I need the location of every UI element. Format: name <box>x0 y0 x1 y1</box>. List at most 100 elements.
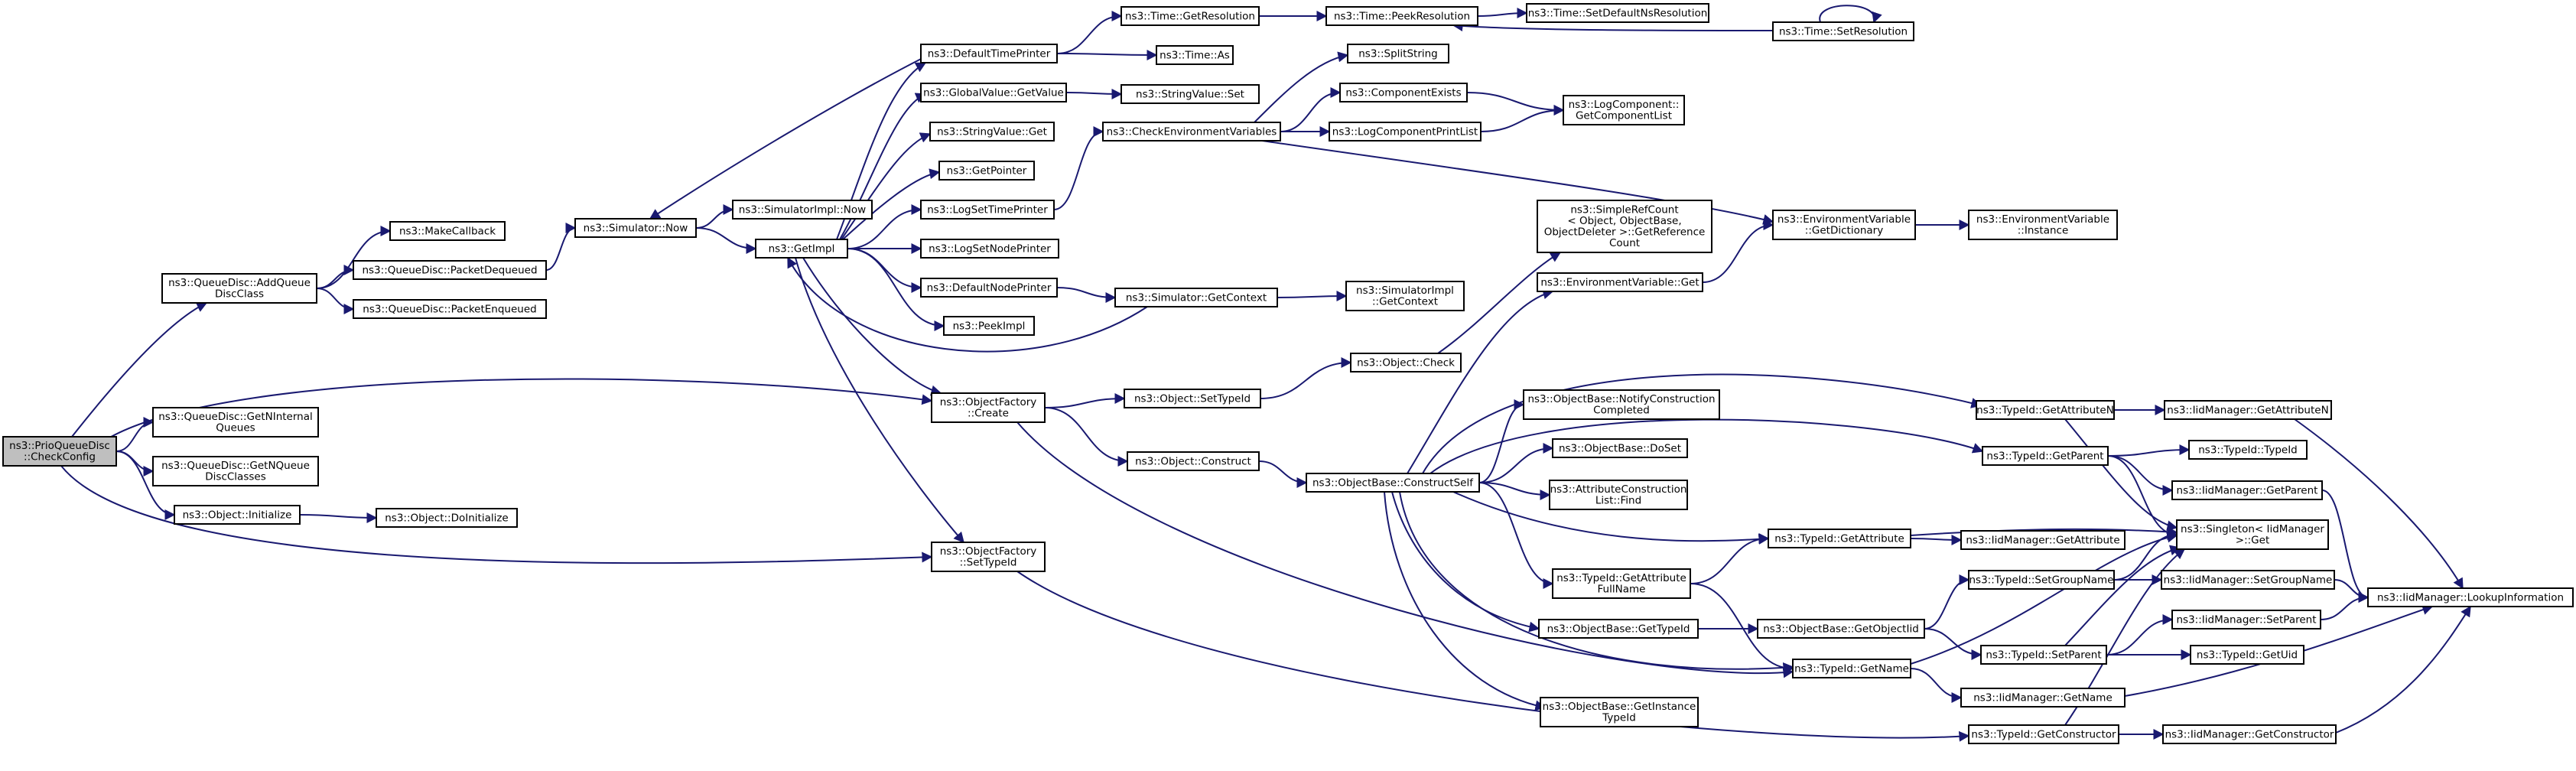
node-makeCallback[interactable]: ns3::MakeCallback <box>389 221 506 241</box>
node-singletonGet[interactable]: ns3::Singleton< IidManager>::Get <box>2176 519 2329 550</box>
node-simpleRefCount[interactable]: ns3::SimpleRefCount< Object, ObjectBase,… <box>1537 200 1712 253</box>
node-root[interactable]: ns3::PrioQueueDisc::CheckConfig <box>2 436 117 467</box>
node-simulatorGetContext[interactable]: ns3::Simulator::GetContext <box>1114 288 1278 307</box>
node-packetEnqueued[interactable]: ns3::QueueDisc::PacketEnqueued <box>353 299 547 319</box>
node-box[interactable] <box>1120 84 1260 104</box>
node-box[interactable] <box>152 456 319 486</box>
node-timeGetResolution[interactable]: ns3::Time::GetResolution <box>1120 6 1260 26</box>
node-objectSetTypeId[interactable]: ns3::Object::SetTypeId <box>1124 389 1261 408</box>
node-box[interactable] <box>2190 645 2304 665</box>
node-box[interactable] <box>1339 83 1468 102</box>
node-box[interactable] <box>755 239 848 259</box>
node-box[interactable] <box>1768 529 1911 548</box>
node-iidManagerGetName[interactable]: ns3::IidManager::GetName <box>1960 688 2126 708</box>
node-box[interactable] <box>1982 446 2109 466</box>
node-packetDequeued[interactable]: ns3::QueueDisc::PacketDequeued <box>353 260 547 280</box>
node-box[interactable] <box>1523 389 1720 420</box>
node-box[interactable] <box>1526 3 1709 23</box>
node-box[interactable] <box>1102 122 1281 142</box>
node-box[interactable] <box>2164 400 2332 420</box>
node-stringValueSet[interactable]: ns3::StringValue::Set <box>1120 84 1260 104</box>
node-box[interactable] <box>1114 288 1278 307</box>
node-iidManagerSetGroupName[interactable]: ns3::IidManager::SetGroupName <box>2161 570 2335 590</box>
node-objectBaseGetObjectIid[interactable]: ns3::ObjectBase::GetObjectIid <box>1757 619 1925 639</box>
node-getImpl[interactable]: ns3::GetImpl <box>755 239 848 259</box>
node-box[interactable] <box>1960 530 2126 550</box>
node-box[interactable] <box>1968 724 2119 744</box>
node-doInitialize[interactable]: ns3::Object::DoInitialize <box>376 508 518 528</box>
node-box[interactable] <box>353 299 547 319</box>
node-box[interactable] <box>1537 272 1703 292</box>
node-typeIdTypeId[interactable]: ns3::TypeId::TypeId <box>2188 440 2308 460</box>
node-box[interactable] <box>2161 570 2335 590</box>
node-box[interactable] <box>1540 697 1699 727</box>
node-typeIdGetParent[interactable]: ns3::TypeId::GetParent <box>1982 446 2109 466</box>
node-iidManagerGetConstructor[interactable]: ns3::IidManager::GetConstructor <box>2162 724 2337 744</box>
node-box[interactable] <box>1124 389 1261 408</box>
node-typeIdGetAttribute[interactable]: ns3::TypeId::GetAttribute <box>1768 529 1911 548</box>
node-box[interactable] <box>1552 568 1691 599</box>
node-box[interactable] <box>2171 480 2323 500</box>
node-envVarGetDictionary[interactable]: ns3::EnvironmentVariable::GetDictionary <box>1772 210 1916 240</box>
node-box[interactable] <box>931 392 1046 423</box>
node-envVarGet[interactable]: ns3::EnvironmentVariable::Get <box>1537 272 1703 292</box>
node-box[interactable] <box>920 83 1067 102</box>
node-box[interactable] <box>920 239 1059 259</box>
node-box[interactable] <box>1968 210 2118 240</box>
node-box[interactable] <box>161 273 317 304</box>
node-box[interactable] <box>1537 200 1712 253</box>
node-iidManagerGetParent[interactable]: ns3::IidManager::GetParent <box>2171 480 2323 500</box>
node-logComponentGetComponentList[interactable]: ns3::LogComponent::GetComponentList <box>1563 95 1685 125</box>
node-checkEnvVars[interactable]: ns3::CheckEnvironmentVariables <box>1102 122 1281 142</box>
node-objectBaseDoSet[interactable]: ns3::ObjectBase::DoSet <box>1552 438 1688 458</box>
node-typeIdSetGroupName[interactable]: ns3::TypeId::SetGroupName <box>1968 570 2115 590</box>
node-typeIdGetConstructor[interactable]: ns3::TypeId::GetConstructor <box>1968 724 2119 744</box>
node-box[interactable] <box>1757 619 1925 639</box>
node-typeIdGetUid[interactable]: ns3::TypeId::GetUid <box>2190 645 2304 665</box>
node-objectBaseConstructSelf[interactable]: ns3::ObjectBase::ConstructSelf <box>1306 473 1480 493</box>
node-box[interactable] <box>920 200 1055 220</box>
node-box[interactable] <box>1306 473 1480 493</box>
node-box[interactable] <box>920 44 1058 63</box>
node-logSetTimePrinter[interactable]: ns3::LogSetTimePrinter <box>920 200 1055 220</box>
node-box[interactable] <box>2171 610 2321 629</box>
node-iidManagerLookupInformation[interactable]: ns3::IidManager::LookupInformation <box>2367 587 2574 607</box>
node-box[interactable] <box>1976 400 2115 420</box>
node-defaultNodePrinter[interactable]: ns3::DefaultNodePrinter <box>920 278 1058 298</box>
node-box[interactable] <box>943 316 1035 336</box>
node-timeAs[interactable]: ns3::Time::As <box>1156 45 1234 65</box>
node-box[interactable] <box>1980 645 2107 665</box>
node-objectBaseGetTypeId[interactable]: ns3::ObjectBase::GetTypeId <box>1538 619 1699 639</box>
node-objectFactorySetTypeId[interactable]: ns3::ObjectFactory::SetTypeId <box>931 542 1046 572</box>
node-box[interactable] <box>1120 6 1260 26</box>
node-box[interactable] <box>1350 353 1462 372</box>
node-getPointer[interactable]: ns3::GetPointer <box>938 161 1035 181</box>
node-box[interactable] <box>920 278 1058 298</box>
node-globalValueGetValue[interactable]: ns3::GlobalValue::GetValue <box>920 83 1067 102</box>
node-box[interactable] <box>732 200 873 220</box>
node-stringValueGet[interactable]: ns3::StringValue::Get <box>929 122 1055 142</box>
node-simulatorNow[interactable]: ns3::Simulator::Now <box>574 218 697 238</box>
node-componentExists[interactable]: ns3::ComponentExists <box>1339 83 1468 102</box>
node-box[interactable] <box>2 436 117 467</box>
node-simulatorImplNow[interactable]: ns3::SimulatorImpl::Now <box>732 200 873 220</box>
node-box[interactable] <box>929 122 1055 142</box>
node-typeIdGetAttributeN[interactable]: ns3::TypeId::GetAttributeN <box>1976 400 2115 420</box>
node-box[interactable] <box>1552 438 1688 458</box>
node-box[interactable] <box>2367 587 2574 607</box>
node-box[interactable] <box>2176 519 2329 550</box>
node-box[interactable] <box>1127 451 1260 471</box>
node-box[interactable] <box>1772 210 1916 240</box>
node-timePeekResolution[interactable]: ns3::Time::PeekResolution <box>1325 6 1478 26</box>
node-box[interactable] <box>1538 619 1699 639</box>
node-box[interactable] <box>152 407 319 438</box>
node-box[interactable] <box>1968 570 2115 590</box>
node-simulatorImplGetContext[interactable]: ns3::SimulatorImpl::GetContext <box>1345 281 1465 311</box>
node-box[interactable] <box>1563 95 1685 125</box>
node-typeIdSetParent[interactable]: ns3::TypeId::SetParent <box>1980 645 2107 665</box>
